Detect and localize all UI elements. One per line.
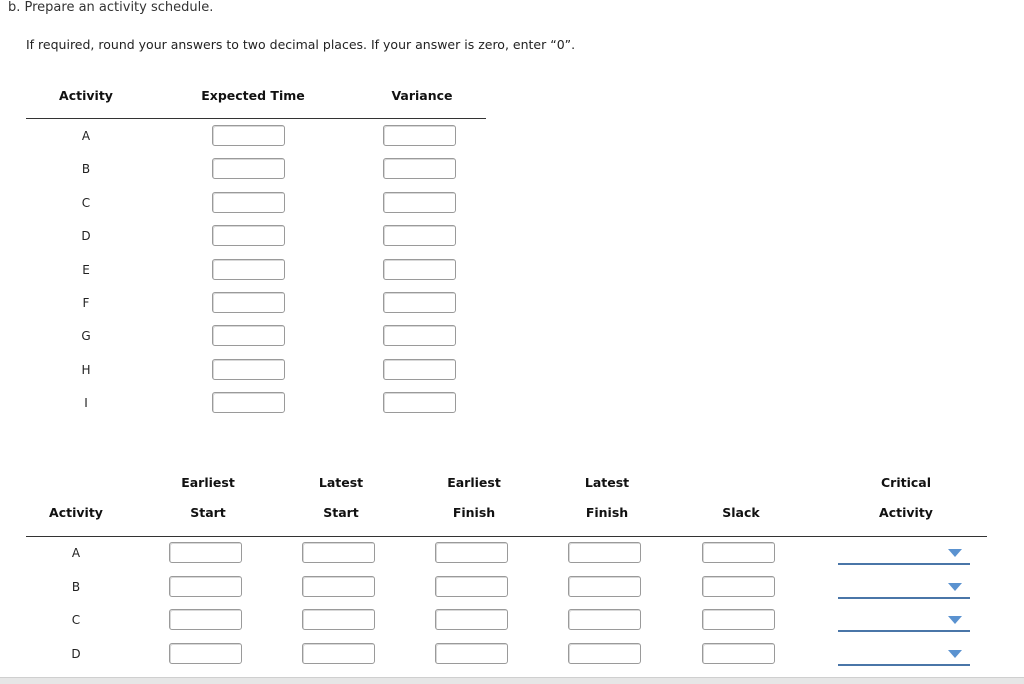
- chevron-down-icon[interactable]: [948, 549, 962, 557]
- variance-input[interactable]: [383, 392, 456, 414]
- earliest-start-input[interactable]: [169, 609, 242, 630]
- activity-label: A: [71, 546, 81, 560]
- expected-time-input[interactable]: [212, 292, 285, 313]
- slack-input[interactable]: [702, 609, 775, 630]
- variance-input[interactable]: [383, 225, 456, 247]
- earliest-start-input[interactable]: [169, 642, 242, 664]
- activity-label: A: [81, 129, 91, 143]
- t2-header-earliest-start-2: Start: [190, 505, 226, 520]
- t2-header-earliest-finish-2: Finish: [452, 505, 496, 520]
- earliest-finish-input[interactable]: [435, 609, 508, 630]
- t2-header-slack: Slack: [722, 505, 760, 520]
- latest-finish-input[interactable]: [568, 609, 641, 630]
- variance-input[interactable]: [383, 292, 456, 313]
- expected-time-input[interactable]: [212, 125, 285, 146]
- activity-label: B: [81, 162, 91, 177]
- t2-header-latest-start-1: Latest: [318, 475, 364, 490]
- t2-header-critical-activity-1: Critical: [880, 475, 931, 490]
- activity-label: C: [71, 613, 81, 627]
- t1-header-activity: Activity: [59, 88, 113, 103]
- expected-time-input[interactable]: [212, 258, 285, 280]
- slack-input[interactable]: [702, 575, 775, 597]
- t1-header-variance: Variance: [391, 88, 453, 103]
- earliest-finish-input[interactable]: [435, 642, 508, 664]
- latest-finish-input[interactable]: [568, 575, 641, 597]
- variance-input[interactable]: [383, 358, 456, 380]
- part-title: b. Prepare an activity schedule.: [8, 0, 214, 15]
- t2-header-rule: [26, 536, 987, 537]
- t1-header-expected-time: Expected Time: [201, 88, 305, 103]
- variance-input[interactable]: [383, 125, 456, 146]
- chevron-down-icon[interactable]: [948, 582, 962, 591]
- latest-finish-input[interactable]: [568, 642, 641, 664]
- activity-label: G: [81, 329, 91, 344]
- expected-time-input[interactable]: [212, 158, 285, 180]
- variance-input[interactable]: [383, 191, 456, 213]
- activity-label: D: [81, 229, 91, 244]
- activity-label: I: [84, 396, 88, 411]
- expected-time-input[interactable]: [212, 325, 285, 347]
- t2-header-latest-finish-1: Latest: [584, 475, 630, 490]
- activity-label: H: [81, 362, 91, 377]
- earliest-finish-input[interactable]: [435, 575, 508, 597]
- activity-label: E: [82, 262, 90, 277]
- critical-activity-dropdown[interactable]: [838, 543, 970, 565]
- t2-header-earliest-finish-1: Earliest: [447, 475, 501, 490]
- activity-label: C: [81, 195, 91, 210]
- critical-activity-dropdown[interactable]: [838, 610, 970, 632]
- latest-start-input[interactable]: [302, 609, 375, 630]
- latest-start-input[interactable]: [302, 542, 375, 563]
- latest-start-input[interactable]: [302, 642, 375, 664]
- activity-label: F: [82, 296, 90, 310]
- activity-label: D: [71, 646, 81, 661]
- slack-input[interactable]: [702, 542, 775, 563]
- variance-input[interactable]: [383, 325, 456, 347]
- instructions: If required, round your answers to two d…: [26, 37, 576, 52]
- t2-header-earliest-start-1: Earliest: [181, 475, 235, 490]
- activity-label: B: [71, 579, 81, 594]
- variance-input[interactable]: [383, 258, 456, 280]
- expected-time-input[interactable]: [212, 191, 285, 213]
- t2-header-latest-start-2: Start: [323, 505, 359, 520]
- latest-start-input[interactable]: [302, 575, 375, 597]
- latest-finish-input[interactable]: [568, 542, 641, 563]
- expected-time-input[interactable]: [212, 358, 285, 380]
- expected-time-input[interactable]: [212, 392, 285, 414]
- slack-input[interactable]: [702, 642, 775, 664]
- critical-activity-dropdown[interactable]: [838, 644, 970, 666]
- earliest-start-input[interactable]: [169, 542, 242, 563]
- t2-header-activity: Activity: [49, 505, 103, 520]
- chevron-down-icon[interactable]: [948, 616, 962, 624]
- earliest-finish-input[interactable]: [435, 542, 508, 563]
- t1-header-rule: [26, 118, 486, 119]
- expected-time-input[interactable]: [212, 225, 285, 247]
- earliest-start-input[interactable]: [169, 575, 242, 597]
- chevron-down-icon[interactable]: [948, 649, 962, 658]
- horizontal-scrollbar[interactable]: [0, 677, 1024, 684]
- t2-header-latest-finish-2: Finish: [585, 505, 629, 520]
- variance-input[interactable]: [383, 158, 456, 180]
- t2-header-critical-activity-2: Activity: [879, 505, 933, 520]
- critical-activity-dropdown[interactable]: [838, 577, 970, 599]
